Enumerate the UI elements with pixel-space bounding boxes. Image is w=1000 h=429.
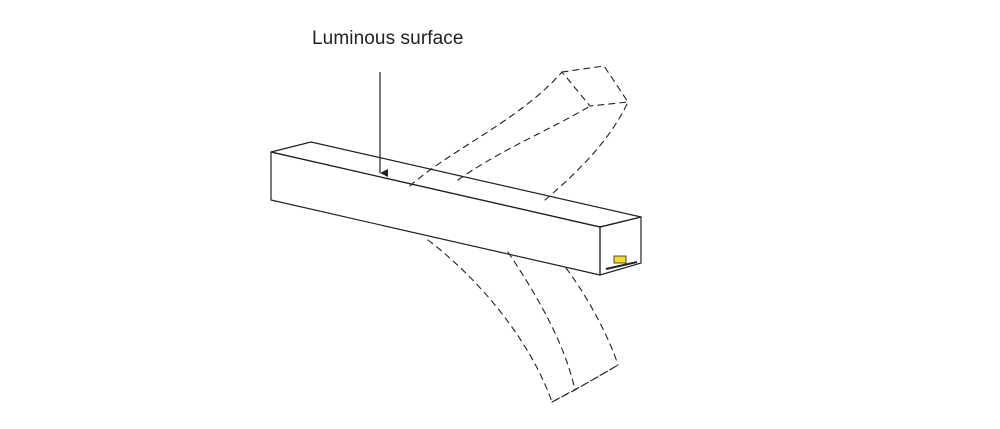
led-chip xyxy=(613,255,627,264)
strip-end-face xyxy=(599,216,642,276)
luminous-surface-label: Luminous surface xyxy=(312,28,464,49)
bent-position-upper-outline xyxy=(409,65,629,201)
end-base-line xyxy=(605,261,638,270)
bent-position-lower-outline xyxy=(427,239,619,403)
luminous-top-surface xyxy=(270,141,642,228)
led-strip xyxy=(270,141,642,276)
